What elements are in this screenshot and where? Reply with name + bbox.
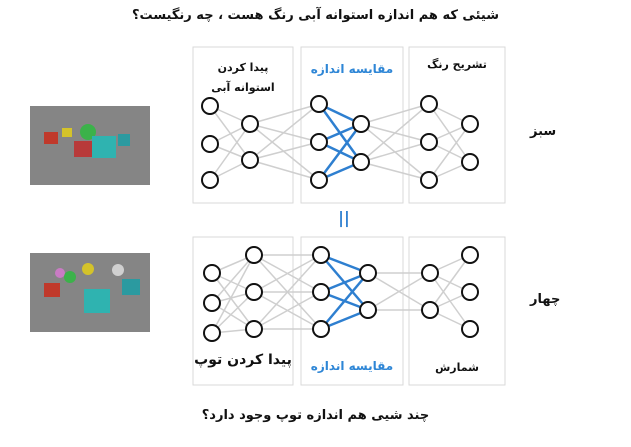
bottom-c1-node-2 bbox=[245, 320, 263, 338]
bottom-l1-edge-2-1 bbox=[253, 291, 322, 330]
bottom-c1-node-0 bbox=[245, 246, 263, 264]
bottom-c0-node-0 bbox=[203, 264, 221, 282]
cyan-cube-2 bbox=[84, 289, 110, 313]
bottom-l1-edge-2-0 bbox=[253, 254, 322, 330]
top-c1-node-0 bbox=[201, 97, 219, 115]
top-l5-edge-2-0 bbox=[428, 123, 471, 181]
bottom-l2-edge-2-0 bbox=[320, 272, 369, 330]
bottom-c0-node-1 bbox=[203, 294, 221, 312]
pink-sphere bbox=[55, 268, 65, 278]
top-l2-edge-0-1 bbox=[249, 123, 320, 143]
top-l2-edge-1-2 bbox=[249, 159, 320, 181]
top-c5-node-1 bbox=[420, 133, 438, 151]
bottom-c3-node-1 bbox=[359, 301, 377, 319]
top-l4-edge-1-1 bbox=[360, 141, 430, 163]
yellow-sphere bbox=[82, 263, 94, 275]
top-l4-edge-1-0 bbox=[360, 103, 430, 163]
module-label-find-cylinder: پیدا کردن استوانه آبی bbox=[211, 61, 275, 94]
top-c3-node-2 bbox=[310, 171, 328, 189]
bottom-c3-node-0 bbox=[359, 264, 377, 282]
module-label-find-ball: پیدا کردن توپ bbox=[194, 352, 292, 368]
top-l3-edge-2-0 bbox=[318, 123, 362, 181]
bottom-c2-node-0 bbox=[312, 246, 330, 264]
top-c3-node-1 bbox=[310, 133, 328, 151]
module-label-compare-size-top: مقایسه اندازه bbox=[310, 62, 394, 76]
bottom-l0-edge-0-2 bbox=[211, 272, 255, 330]
bottom-c2-node-1 bbox=[312, 283, 330, 301]
bottom-l1-edge-1-0 bbox=[253, 254, 322, 293]
green-sphere-small bbox=[64, 271, 76, 283]
bottom-c4-node-0 bbox=[421, 264, 439, 282]
bottom-l0-edge-2-0 bbox=[211, 254, 255, 334]
top-c1-node-1 bbox=[201, 135, 219, 153]
top-c5-node-0 bbox=[420, 95, 438, 113]
bottom-c0-node-2 bbox=[203, 324, 221, 342]
top-c5-node-2 bbox=[420, 171, 438, 189]
bottom-l3-edge-1-0 bbox=[367, 272, 431, 311]
scene-image-bottom bbox=[30, 253, 150, 332]
module-box-compare-size-top bbox=[300, 46, 404, 204]
bottom-c5-node-1 bbox=[461, 283, 479, 301]
bottom-c4-node-1 bbox=[421, 301, 439, 319]
module-label-count: شمارش bbox=[435, 361, 479, 374]
top-c2-node-1 bbox=[241, 151, 259, 169]
equals-sign: || bbox=[338, 208, 350, 227]
scene-render-bottom bbox=[30, 253, 150, 332]
module-box-describe-color bbox=[408, 46, 506, 204]
top-l1-edge-2-0 bbox=[209, 123, 251, 181]
bottom-c5-node-0 bbox=[461, 246, 479, 264]
red-cube bbox=[44, 132, 58, 144]
bottom-l4-edge-1-0 bbox=[429, 254, 471, 311]
top-question: شیئی که هم اندازه استوانه آبی رنگ هست ، … bbox=[132, 8, 499, 23]
top-c4-node-0 bbox=[352, 115, 370, 133]
module-box-compare-size-bottom bbox=[300, 236, 404, 386]
scene-render-top bbox=[30, 106, 150, 185]
bottom-c5-node-2 bbox=[461, 320, 479, 338]
red-cube-large bbox=[74, 141, 92, 157]
module-label-compare-size-bottom: مقایسه اندازه bbox=[310, 359, 394, 373]
bottom-c1-node-1 bbox=[245, 283, 263, 301]
top-l4-edge-0-0 bbox=[360, 103, 430, 125]
gray-sphere bbox=[112, 264, 124, 276]
top-c3-node-0 bbox=[310, 95, 328, 113]
top-c1-node-2 bbox=[201, 171, 219, 189]
red-cube-2 bbox=[44, 283, 60, 297]
top-l2-edge-0-0 bbox=[249, 103, 320, 125]
module-label-describe-color: تشریح رنگ bbox=[427, 58, 487, 71]
top-l2-edge-0-2 bbox=[249, 123, 320, 181]
top-c6-node-1 bbox=[461, 153, 479, 171]
teal-cube bbox=[118, 134, 130, 146]
top-c4-node-1 bbox=[352, 153, 370, 171]
top-l4-edge-1-2 bbox=[360, 161, 430, 181]
scene-image-top bbox=[30, 106, 150, 185]
yellow-cube bbox=[62, 128, 72, 137]
top-l2-edge-1-0 bbox=[249, 103, 320, 161]
module-box-find-ball bbox=[192, 236, 294, 386]
top-c6-node-0 bbox=[461, 115, 479, 133]
answer-bottom: چهار bbox=[530, 292, 561, 307]
bottom-l0-edge-1-0 bbox=[211, 254, 255, 304]
teal-cube-2 bbox=[122, 279, 140, 295]
top-l1-edge-0-1 bbox=[209, 105, 251, 161]
bottom-c2-node-2 bbox=[312, 320, 330, 338]
top-l2-edge-1-1 bbox=[249, 141, 320, 161]
bottom-question: چند شیی هم اندازه توپ وجود دارد؟ bbox=[201, 408, 430, 423]
bottom-l0-edge-2-1 bbox=[211, 291, 255, 334]
module-box-count bbox=[408, 236, 506, 386]
answer-top: سبز bbox=[530, 124, 557, 139]
cyan-cube bbox=[92, 136, 116, 158]
top-c2-node-0 bbox=[241, 115, 259, 133]
